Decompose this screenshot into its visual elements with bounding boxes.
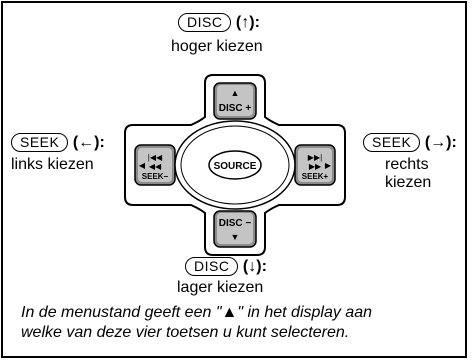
left-label: SEEK (←): xyxy=(11,133,105,153)
left-arrow-label: (←): xyxy=(72,134,105,151)
instruction-note: In de menustand geeft een "▲" in het dis… xyxy=(21,303,461,343)
down-key-label: DISC − xyxy=(219,218,252,229)
up-key-arrow-icon: ▲ xyxy=(231,88,240,98)
bottom-label: DISC (↓): xyxy=(185,257,267,277)
source-button-label: SOURCE xyxy=(214,161,257,172)
control-pad: ▲ DISC + DISC − ▼ |◀◀ ◀◀ ◀ SEEK− ▶▶| ▶▶ … xyxy=(124,74,346,256)
skip-forward-icon: ▶▶| xyxy=(308,153,322,162)
fast-forward-icon: ▶▶ xyxy=(309,162,322,171)
right-key-arrow-icon: ▶ xyxy=(325,161,332,170)
seek-button-label-right: SEEK xyxy=(363,133,421,152)
note-line-2: welke van deze vier toetsen u kunt selec… xyxy=(21,324,350,341)
down-arrow-label: (↓): xyxy=(242,258,267,275)
up-key-label: DISC + xyxy=(219,103,252,114)
left-key-arrow-icon: ◀ xyxy=(139,161,146,170)
right-description-line2: kiezen xyxy=(385,174,432,191)
skip-back-icon: |◀◀ xyxy=(148,153,163,162)
disc-button-label-top: DISC xyxy=(178,13,232,32)
right-key-label: SEEK+ xyxy=(302,172,329,181)
source-button[interactable]: SOURCE xyxy=(208,150,262,180)
disc-button-label-bottom: DISC xyxy=(185,257,239,276)
disc-down-key[interactable]: DISC − ▼ xyxy=(213,210,257,248)
seek-right-key[interactable]: ▶▶| ▶▶ ▶ SEEK+ xyxy=(294,144,336,186)
note-line-1: In de menustand geeft een "▲" in het dis… xyxy=(21,304,372,321)
right-description-line1: rechts xyxy=(385,156,429,173)
left-key-label: SEEK− xyxy=(142,172,169,181)
right-arrow-label: (→): xyxy=(424,134,457,151)
diagram-frame: DISC (↑): hoger kiezen SEEK (←): links k… xyxy=(1,1,467,358)
bottom-description: lager kiezen xyxy=(177,279,264,296)
seek-button-label-left: SEEK xyxy=(11,133,69,152)
left-description: links kiezen xyxy=(11,156,94,173)
up-arrow-label: (↑): xyxy=(235,14,260,31)
top-description: hoger kiezen xyxy=(171,38,263,55)
disc-up-key[interactable]: ▲ DISC + xyxy=(213,82,257,120)
top-label: DISC (↑): xyxy=(178,13,260,33)
rewind-icon: ◀◀ xyxy=(149,162,162,171)
down-key-arrow-icon: ▼ xyxy=(231,232,240,242)
center-ring-inner xyxy=(180,125,290,205)
seek-left-key[interactable]: |◀◀ ◀◀ ◀ SEEK− xyxy=(134,144,176,186)
right-label: SEEK (→): xyxy=(363,133,457,153)
